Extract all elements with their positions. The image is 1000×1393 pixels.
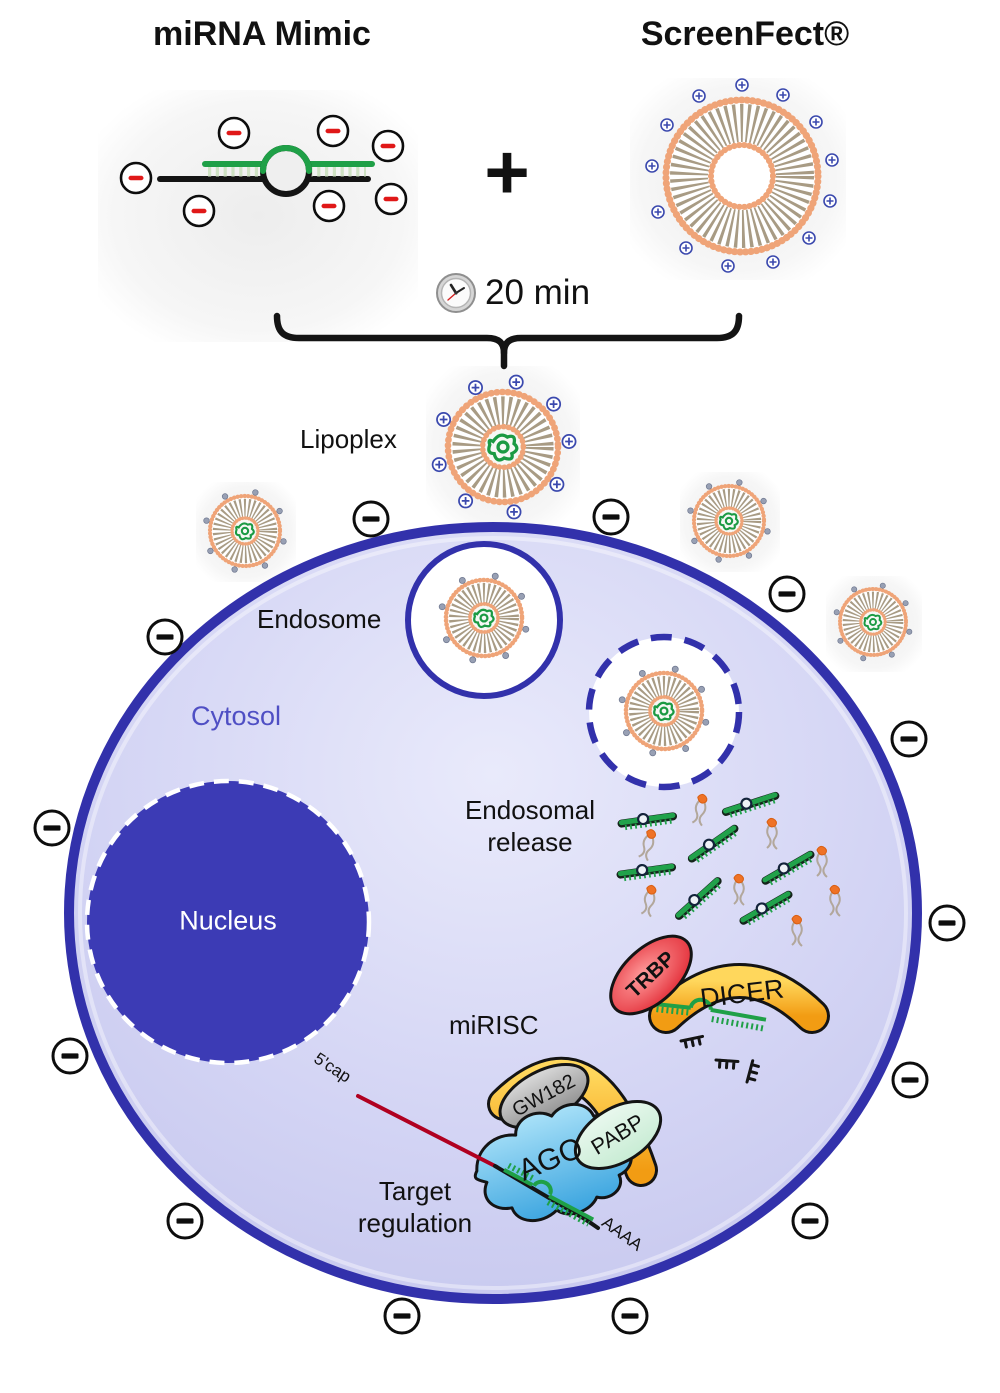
- negative-charge-icon: [611, 1297, 649, 1335]
- nucleus-label: Nucleus: [179, 905, 277, 936]
- mrna-5cap-segment: [356, 1094, 499, 1169]
- incubation-time-label: 20 min: [485, 273, 591, 312]
- mirna-mimic-illustration: [119, 114, 408, 228]
- trbp-protein: [609, 934, 693, 1016]
- lipoplex-label: Lipoplex: [300, 424, 397, 454]
- negative-charge-icon: [928, 904, 966, 942]
- screenfect-liposome-illustration: [645, 78, 839, 273]
- clock-icon: [436, 273, 476, 313]
- plus-operator: +: [484, 127, 530, 216]
- dicer-trbp-complex: [609, 934, 830, 1034]
- negative-charge-icon: [383, 1297, 421, 1335]
- negative-charge-icon: [146, 618, 184, 656]
- negative-charge-icon: [33, 809, 71, 847]
- screenfect-title: ScreenFect®: [640, 15, 850, 53]
- guide-strand-target-duplex: [503, 1162, 595, 1227]
- negative-charge-icon: [312, 189, 346, 223]
- pabp-protein: [573, 1100, 663, 1170]
- pre-mirna-hairpin: [654, 997, 767, 1032]
- negative-charge-icon: [166, 1202, 204, 1240]
- mirisc-label: miRISC: [449, 1010, 539, 1040]
- negative-charge-icon: [217, 116, 251, 150]
- negative-charge-icon: [119, 161, 153, 195]
- negative-charge-icon: [51, 1037, 89, 1075]
- dicer-protein: [651, 966, 827, 1031]
- cell: [64, 522, 922, 1304]
- negative-charge-icon: [592, 498, 630, 536]
- cytosol-label: Cytosol: [191, 701, 282, 731]
- negative-charge-icon: [371, 129, 405, 163]
- negative-charge-icon: [791, 1202, 829, 1240]
- target-regulation-label: Target regulation: [357, 1176, 473, 1238]
- negative-charge-icon: [891, 1061, 929, 1099]
- negative-charge-icon: [316, 114, 350, 148]
- nucleus: [84, 778, 372, 1066]
- negative-charge-icon: [352, 500, 390, 538]
- mirisc-complex: [356, 1056, 663, 1230]
- mirna-mimic-title: miRNA Mimic: [153, 15, 371, 53]
- mimic-backdrop: [98, 90, 418, 342]
- mrna-3utr-segment: [493, 1164, 600, 1230]
- endosomal-release-label: Endosomal release: [464, 795, 596, 857]
- negative-charge-icon: [374, 182, 408, 216]
- endosome-label: Endosome: [257, 604, 382, 634]
- negative-charge-icon: [182, 194, 216, 228]
- mixing-brace: [273, 312, 743, 370]
- negative-charge-icon: [890, 720, 928, 758]
- negative-charge-icon: [768, 575, 806, 613]
